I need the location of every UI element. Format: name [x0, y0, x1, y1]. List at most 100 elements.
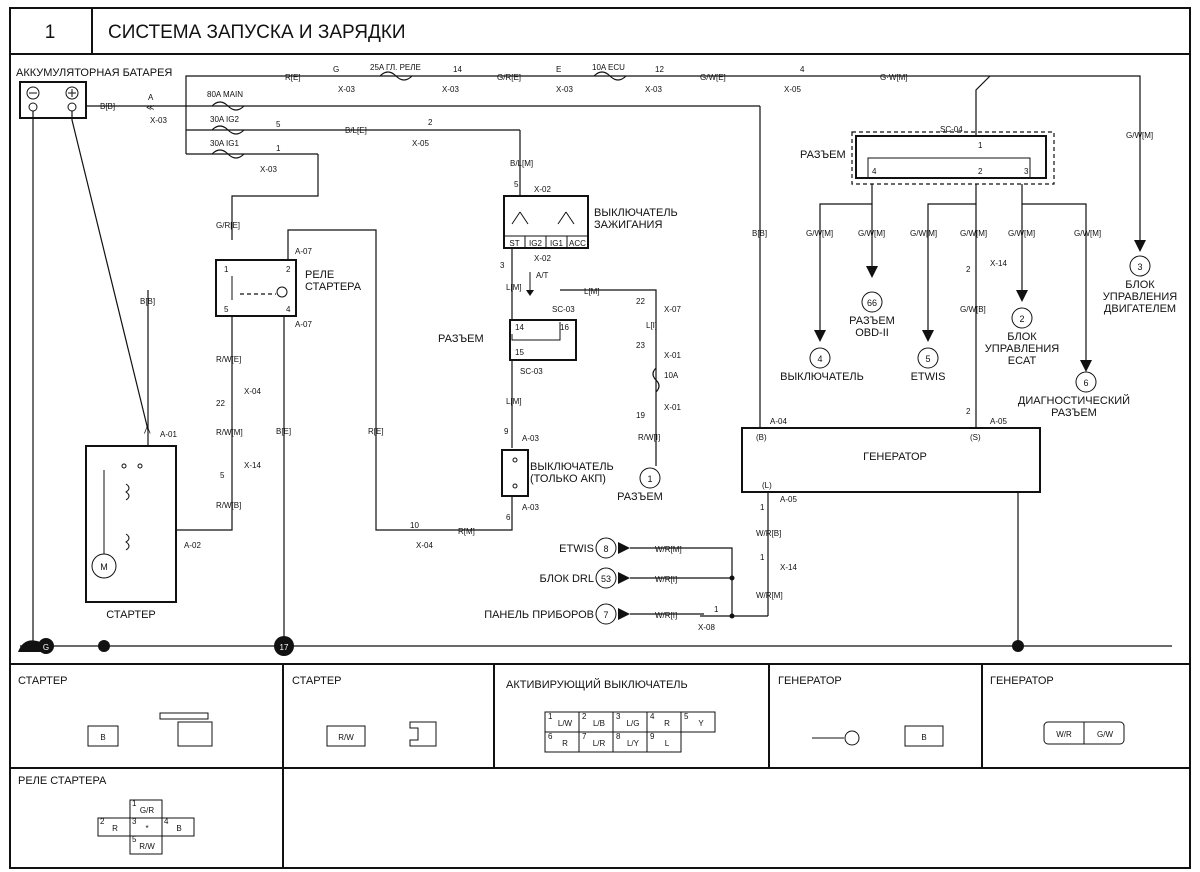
relay-pin-2: R: [112, 824, 118, 833]
svg-text:7: 7: [582, 732, 587, 741]
svg-text:ETWIS: ETWIS: [911, 371, 946, 383]
svg-text:2: 2: [1019, 314, 1024, 324]
svg-text:ГЕНЕРАТОР: ГЕНЕРАТОР: [990, 675, 1054, 687]
svg-text:ДВИГАТЕЛЕМ: ДВИГАТЕЛЕМ: [1104, 303, 1176, 315]
svg-text:2: 2: [966, 407, 971, 416]
svg-text:6: 6: [548, 732, 553, 741]
connector-sc04: [855, 135, 1047, 179]
ground-17: [274, 636, 294, 656]
svg-text:R/W[I]: R/W[I]: [638, 433, 660, 442]
svg-text:G/W[M]: G/W[M]: [806, 229, 833, 238]
svg-text:3: 3: [132, 817, 137, 826]
svg-text:X-01: X-01: [664, 351, 681, 360]
svg-text:22: 22: [216, 399, 225, 408]
svg-text:X-02: X-02: [534, 254, 551, 263]
svg-text:X-05: X-05: [784, 85, 801, 94]
svg-text:B[E]: B[E]: [276, 427, 291, 436]
starter-relay: [215, 259, 297, 317]
act-pin-3: L/G: [627, 719, 640, 728]
svg-text:5: 5: [276, 120, 281, 129]
svg-text:A-03: A-03: [522, 503, 539, 512]
svg-text:X-07: X-07: [664, 305, 681, 314]
act-pin-8: L/Y: [627, 739, 640, 748]
svg-text:4: 4: [286, 305, 291, 314]
svg-text:3: 3: [616, 712, 621, 721]
svg-text:1: 1: [760, 553, 765, 562]
connector-panel: [9, 663, 1191, 869]
svg-text:1: 1: [714, 605, 719, 614]
svg-text:(L): (L): [762, 481, 772, 490]
svg-text:L[I]: L[I]: [646, 321, 657, 330]
svg-text:17: 17: [280, 643, 289, 652]
svg-text:СТАРТЕР: СТАРТЕР: [292, 675, 342, 687]
act-pin-9: L: [665, 739, 670, 748]
act-pin-7: L/R: [593, 739, 606, 748]
svg-text:ECAT: ECAT: [1008, 355, 1037, 367]
svg-text:УПРАВЛЕНИЯ: УПРАВЛЕНИЯ: [985, 343, 1059, 355]
svg-text:(B): (B): [756, 433, 767, 442]
svg-text:4: 4: [817, 354, 822, 364]
svg-text:X-03: X-03: [260, 165, 277, 174]
svg-text:L[M]: L[M]: [506, 283, 522, 292]
relay-pin-1: G/R: [140, 806, 154, 815]
svg-text:R/W[E]: R/W[E]: [216, 355, 241, 364]
ground-g: [38, 638, 54, 654]
svg-text:G/W[M]: G/W[M]: [1008, 229, 1035, 238]
act-pin-2: L/B: [593, 719, 605, 728]
act-pin-5: Y: [698, 719, 704, 728]
svg-text:OBD-II: OBD-II: [855, 327, 889, 339]
svg-text:W/R[M]: W/R[M]: [655, 545, 682, 554]
svg-text:W/R: W/R: [1056, 730, 1072, 739]
svg-text:X-02: X-02: [534, 185, 551, 194]
svg-text:W/R[I]: W/R[I]: [655, 575, 677, 584]
ign-terminal-acc: ACC: [569, 239, 586, 248]
svg-text:УПРАВЛЕНИЯ: УПРАВЛЕНИЯ: [1103, 291, 1177, 303]
svg-text:(S): (S): [970, 433, 981, 442]
svg-text:A-02: A-02: [184, 541, 201, 550]
svg-text:5: 5: [132, 835, 137, 844]
svg-text:15: 15: [515, 348, 524, 357]
page-title: СИСТЕМА ЗАПУСКА И ЗАРЯДКИ: [108, 22, 406, 43]
svg-text:A-05: A-05: [990, 417, 1007, 426]
svg-text:АКТИВИРУЮЩИЙ ВЫКЛЮЧАТЕЛЬ: АКТИВИРУЮЩИЙ ВЫКЛЮЧАТЕЛЬ: [506, 678, 688, 691]
act-pin-4: R: [664, 719, 670, 728]
svg-text:M: M: [100, 562, 108, 572]
svg-text:A-04: A-04: [770, 417, 787, 426]
svg-text:1: 1: [276, 144, 281, 153]
svg-text:G·W[M]: G·W[M]: [880, 73, 908, 82]
svg-text:A/T: A/T: [536, 271, 549, 280]
svg-text:9: 9: [504, 427, 509, 436]
svg-text:5: 5: [224, 305, 229, 314]
svg-text:1: 1: [224, 265, 229, 274]
svg-text:G/W[M]: G/W[M]: [910, 229, 937, 238]
svg-text:1: 1: [760, 503, 765, 512]
svg-text:5: 5: [684, 712, 689, 721]
svg-text:⋀: ⋀: [143, 425, 151, 434]
svg-text:30A IG1: 30A IG1: [210, 139, 239, 148]
svg-text:G/W[M]: G/W[M]: [1074, 229, 1101, 238]
relay-pin-3: *: [145, 824, 148, 833]
fuse-ecu: [593, 71, 627, 81]
svg-text:25A ГЛ. РЕЛЕ: 25A ГЛ. РЕЛЕ: [370, 63, 421, 72]
svg-text:2: 2: [966, 265, 971, 274]
svg-text:8: 8: [603, 544, 608, 554]
svg-text:X-14: X-14: [244, 461, 261, 470]
svg-text:ГЕНЕРАТОР: ГЕНЕРАТОР: [778, 675, 842, 687]
svg-text:G/W[E]: G/W[E]: [700, 73, 726, 82]
svg-text:1: 1: [132, 799, 137, 808]
svg-text:3: 3: [1024, 167, 1029, 176]
svg-text:L[M]: L[M]: [506, 397, 522, 406]
svg-text:B[B]: B[B]: [752, 229, 767, 238]
svg-text:X-01: X-01: [664, 403, 681, 412]
svg-text:12: 12: [655, 65, 664, 74]
svg-text:6: 6: [1083, 378, 1088, 388]
svg-text:G/W: G/W: [1097, 730, 1113, 739]
svg-text:1: 1: [647, 474, 652, 484]
header-frame: [9, 7, 1191, 55]
svg-text:SC-03: SC-03: [520, 367, 543, 376]
